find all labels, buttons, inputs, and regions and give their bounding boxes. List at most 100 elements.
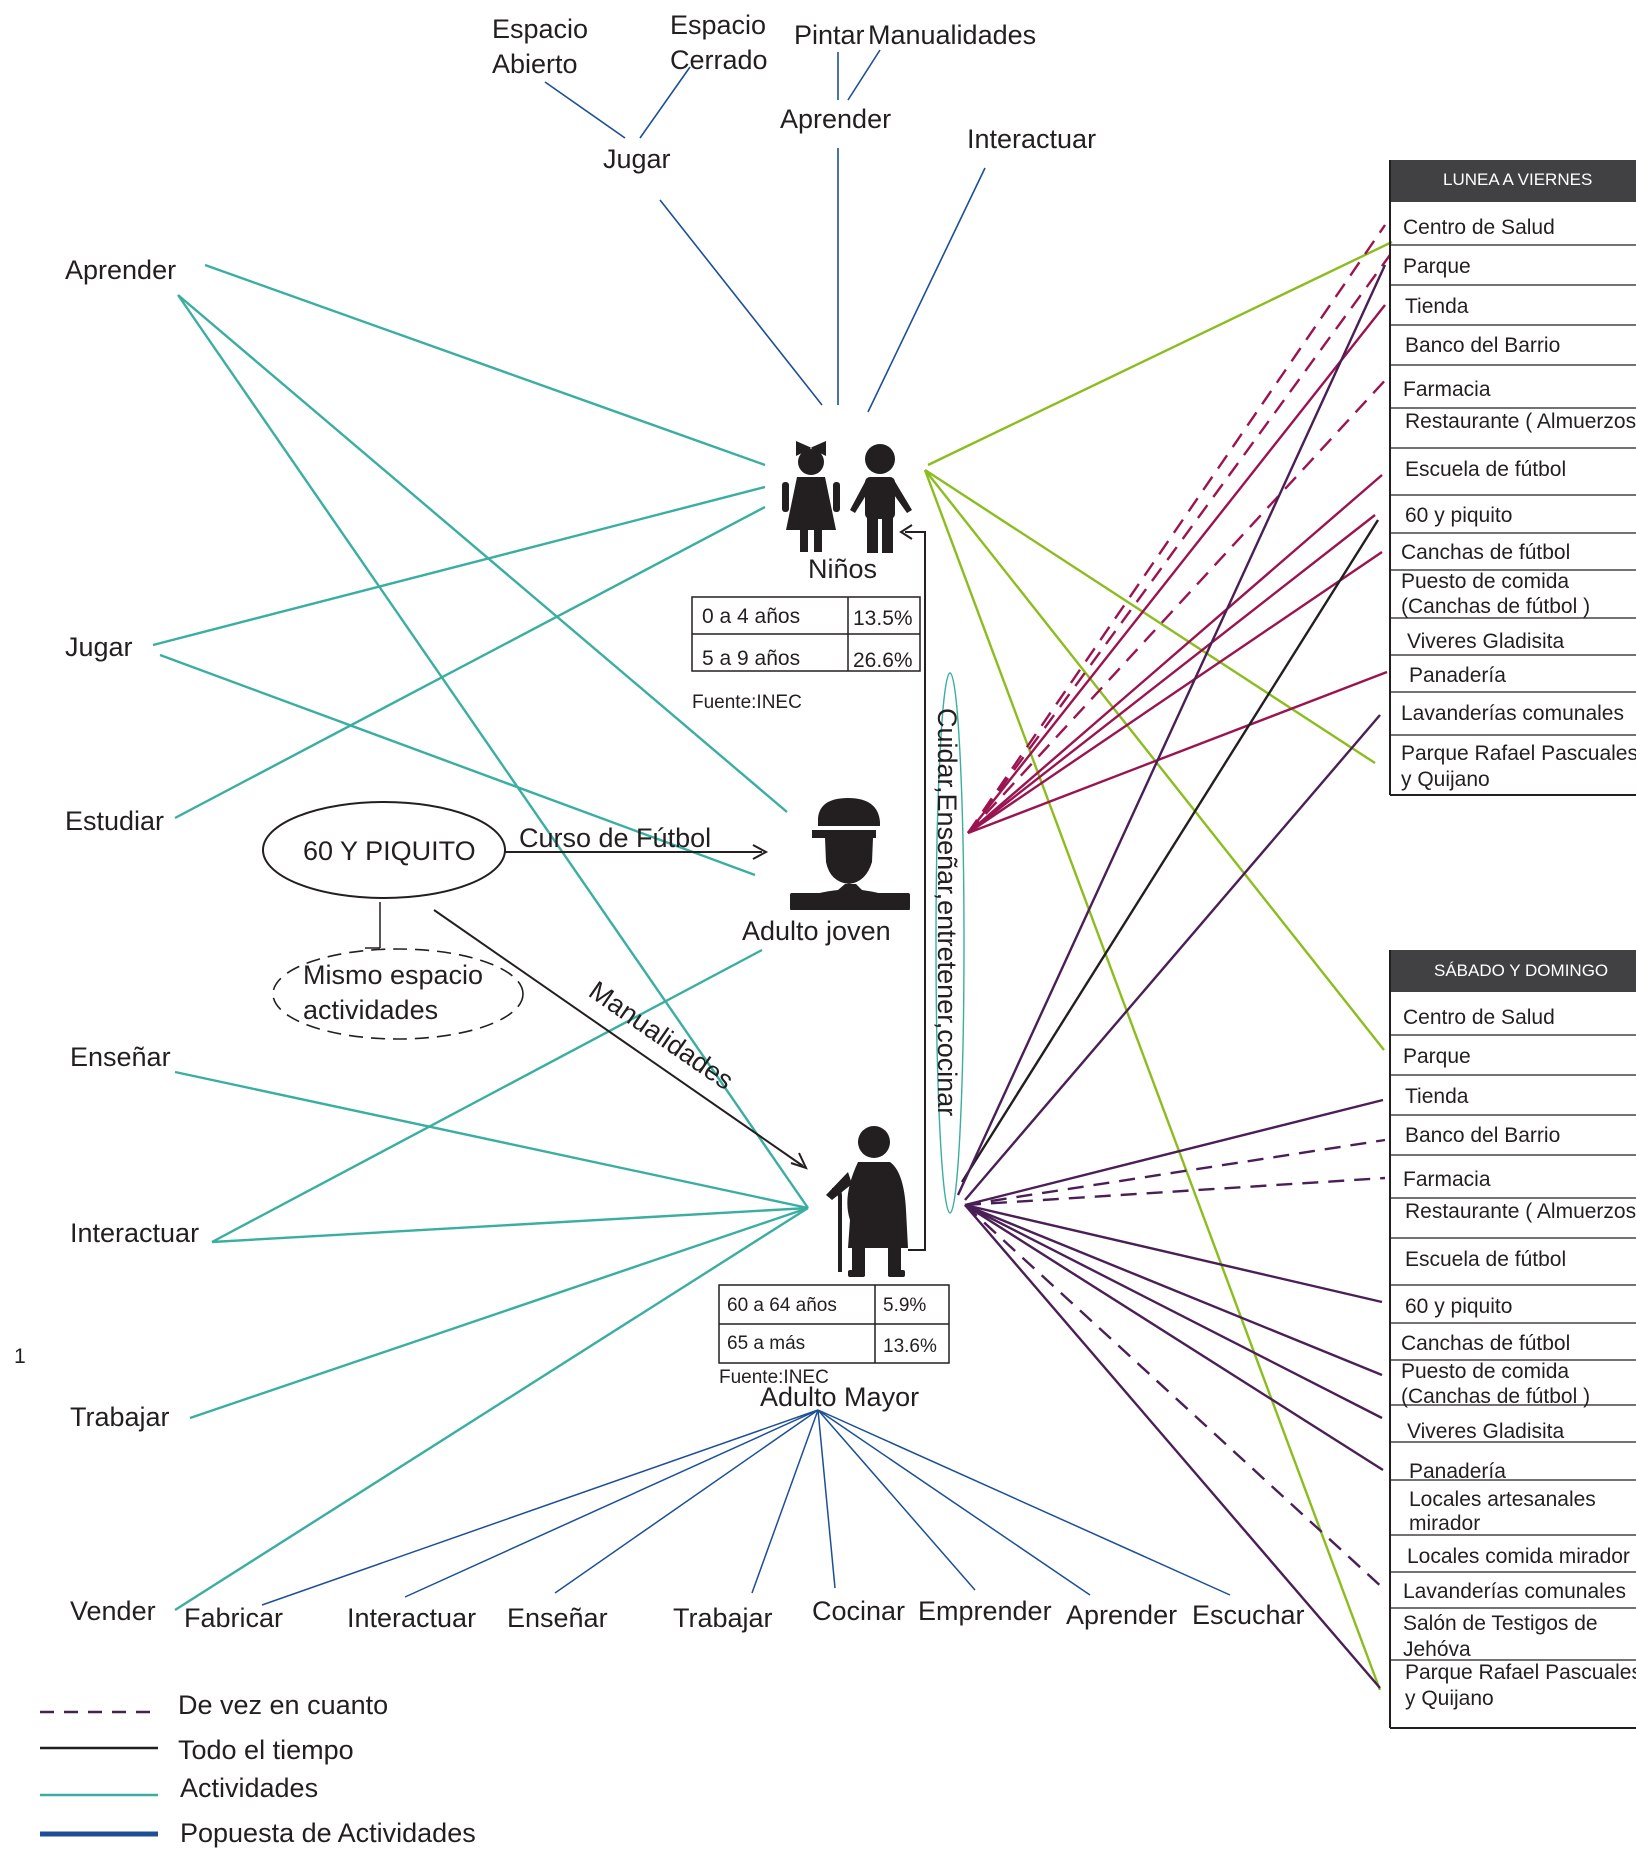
line-estudiar-ninos [174,505,766,820]
weekend-item-1: Parque [1403,1045,1471,1068]
line-joven-panaderia [967,670,1388,835]
weekday-item-10: (Canchas de fútbol ) [1401,595,1590,618]
weekday-item-5: Restaurante ( Almuerzos) [1405,410,1636,433]
weekday-item-4: Farmacia [1403,378,1491,401]
line-joven-canchas [967,551,1383,834]
line-jugar-ninos-teal [152,485,766,647]
line-mayor-lavanderias-weekday [964,714,1381,1201]
weekday-item-0: Centro de Salud [1403,216,1555,239]
mismo-label-2: actividades [303,995,438,1025]
weekday-item-13: Lavanderías comunales [1401,702,1624,725]
bottom-label-ensenar: Enseñar [507,1603,608,1633]
weekend-item-12: Panadería [1409,1460,1506,1483]
weekday-item-2: Tienda [1405,295,1469,318]
line-mayor-parque-weekday [956,264,1387,1196]
weekend-item-17: Salón de Testigos de [1403,1612,1598,1635]
mayor-pct-1: 13.6% [883,1336,937,1357]
label-espacio-abierto-2: Abierto [492,49,578,79]
line-mayor-parque-rafael [964,1204,1381,1689]
curso-futbol-label: Curso de Fútbol [519,823,711,853]
dark-lines [960,519,1380,1183]
line-emprender-bottom [817,1409,976,1591]
weekend-item-16: Lavanderías comunales [1403,1580,1626,1603]
ninos-pct-1: 26.6% [853,649,913,672]
line-aprender-ninos-teal [204,263,766,467]
label-espacio-abierto-1: Espacio [492,14,588,44]
bottom-label-trabajar: Trabajar [673,1603,773,1633]
line-ninos-parque-rafael-weekend [923,469,1382,1691]
weekend-item-8: Canchas de fútbol [1401,1332,1570,1355]
label-vender-left: Vender [70,1596,156,1626]
weekday-item-12: Panadería [1409,664,1506,687]
weekday-item-9: Puesto de comida [1401,570,1569,593]
line-fabricar [261,1409,819,1606]
weekend-item-14: mirador [1409,1512,1480,1535]
line-espacio-abierto [544,81,626,139]
line-manualidades [847,49,881,101]
line-cocinar-bottom [817,1409,836,1589]
label-manualidades-top: Manualidades [868,20,1036,50]
weekend-item-19: Parque Rafael Pascuales [1405,1661,1636,1684]
label-pintar: Pintar [794,20,865,50]
ninos-range-1: 5 a 9 años [702,647,800,670]
label-espacio-cerrado-1: Espacio [670,10,766,40]
legend: De vez en cuanto Todo el tiempo Activida… [40,1690,476,1848]
legend-label-2: Actividades [180,1773,318,1803]
line-ensenar-bottom [554,1409,819,1594]
weekend-item-7: 60 y piquito [1405,1295,1512,1318]
line-ninos-parque-weekend [924,469,1385,1051]
bottom-label-emprender: Emprender [918,1596,1052,1626]
page-number: 1 [14,1345,26,1368]
weekday-item-8: Canchas de fútbol [1401,541,1570,564]
weekend-item-9: Puesto de comida [1401,1360,1569,1383]
line-escuchar-bottom [817,1409,1231,1596]
line-espacio-cerrado [639,66,691,139]
mismo-ellipse [272,948,524,1040]
label-espacio-cerrado-2: Cerrado [670,45,768,75]
program-name: 60 Y PIQUITO [303,836,476,866]
line-trabajar-mayor [189,1206,809,1420]
ninos-range-0: 0 a 4 años [702,605,800,628]
bottom-label-fabricar: Fabricar [184,1603,283,1633]
curso-arrow-head [752,844,769,860]
line-interactuar-mayor [211,1206,809,1244]
group-ninos-label: Niños [808,554,877,584]
legend-label-0: De vez en cuanto [178,1690,388,1720]
weekend-schedule-table: SÁBADO Y DOMINGO Centro de Salud Parque … [1389,950,1636,1729]
line-ninos-parque-rafael [924,468,1376,765]
line-mayor-banco [964,1138,1386,1207]
bottom-label-cocinar: Cocinar [812,1596,905,1626]
proposal-activity-lines [261,1409,1231,1606]
weekend-item-15: Locales comida mirador [1407,1545,1630,1568]
weekday-table-header: LUNEA A VIERNES [1443,170,1592,189]
weekday-item-6: Escuela de fútbol [1405,458,1566,481]
line-mayor-puesto [964,1203,1383,1420]
label-aprender-left: Aprender [65,255,176,285]
label-interactuar-left: Interactuar [70,1218,199,1248]
line-interactuar-bottom [404,1409,819,1598]
label-jugar-left: Jugar [65,632,133,662]
manualidades-arrow-head [790,1152,808,1170]
line-joven-parque [967,254,1391,834]
line-joven-tienda [967,304,1386,834]
label-ensenar-left: Enseñar [70,1042,171,1072]
ninos-source: Fuente:INEC [692,692,802,713]
line-vender-mayor [174,1206,809,1612]
weekday-item-7: 60 y piquito [1405,504,1512,527]
label-interactuar-top: Interactuar [967,124,1096,154]
weekday-item-11: Viveres Gladisita [1407,630,1565,653]
line-mayor-tienda [964,1098,1384,1207]
mayor-table: 60 a 64 años 5.9% 65 a más 13.6% [718,1284,950,1364]
line-joven-centro-salud [967,224,1386,834]
label-jugar-top: Jugar [603,144,671,174]
weekend-item-13: Locales artesanales [1409,1488,1596,1511]
line-mayor-lavanderias [964,1204,1386,1591]
weekday-item-15: y Quijano [1401,768,1490,791]
weekend-item-3: Banco del Barrio [1405,1124,1560,1147]
cuidar-return-path [905,531,926,1251]
weekend-item-4: Farmacia [1403,1168,1491,1191]
legend-label-1: Todo el tiempo [178,1735,354,1765]
line-mayor-panaderia [964,1203,1384,1472]
weekend-lines [956,264,1387,1689]
line-mayor-canchas-joven [960,519,1380,1183]
